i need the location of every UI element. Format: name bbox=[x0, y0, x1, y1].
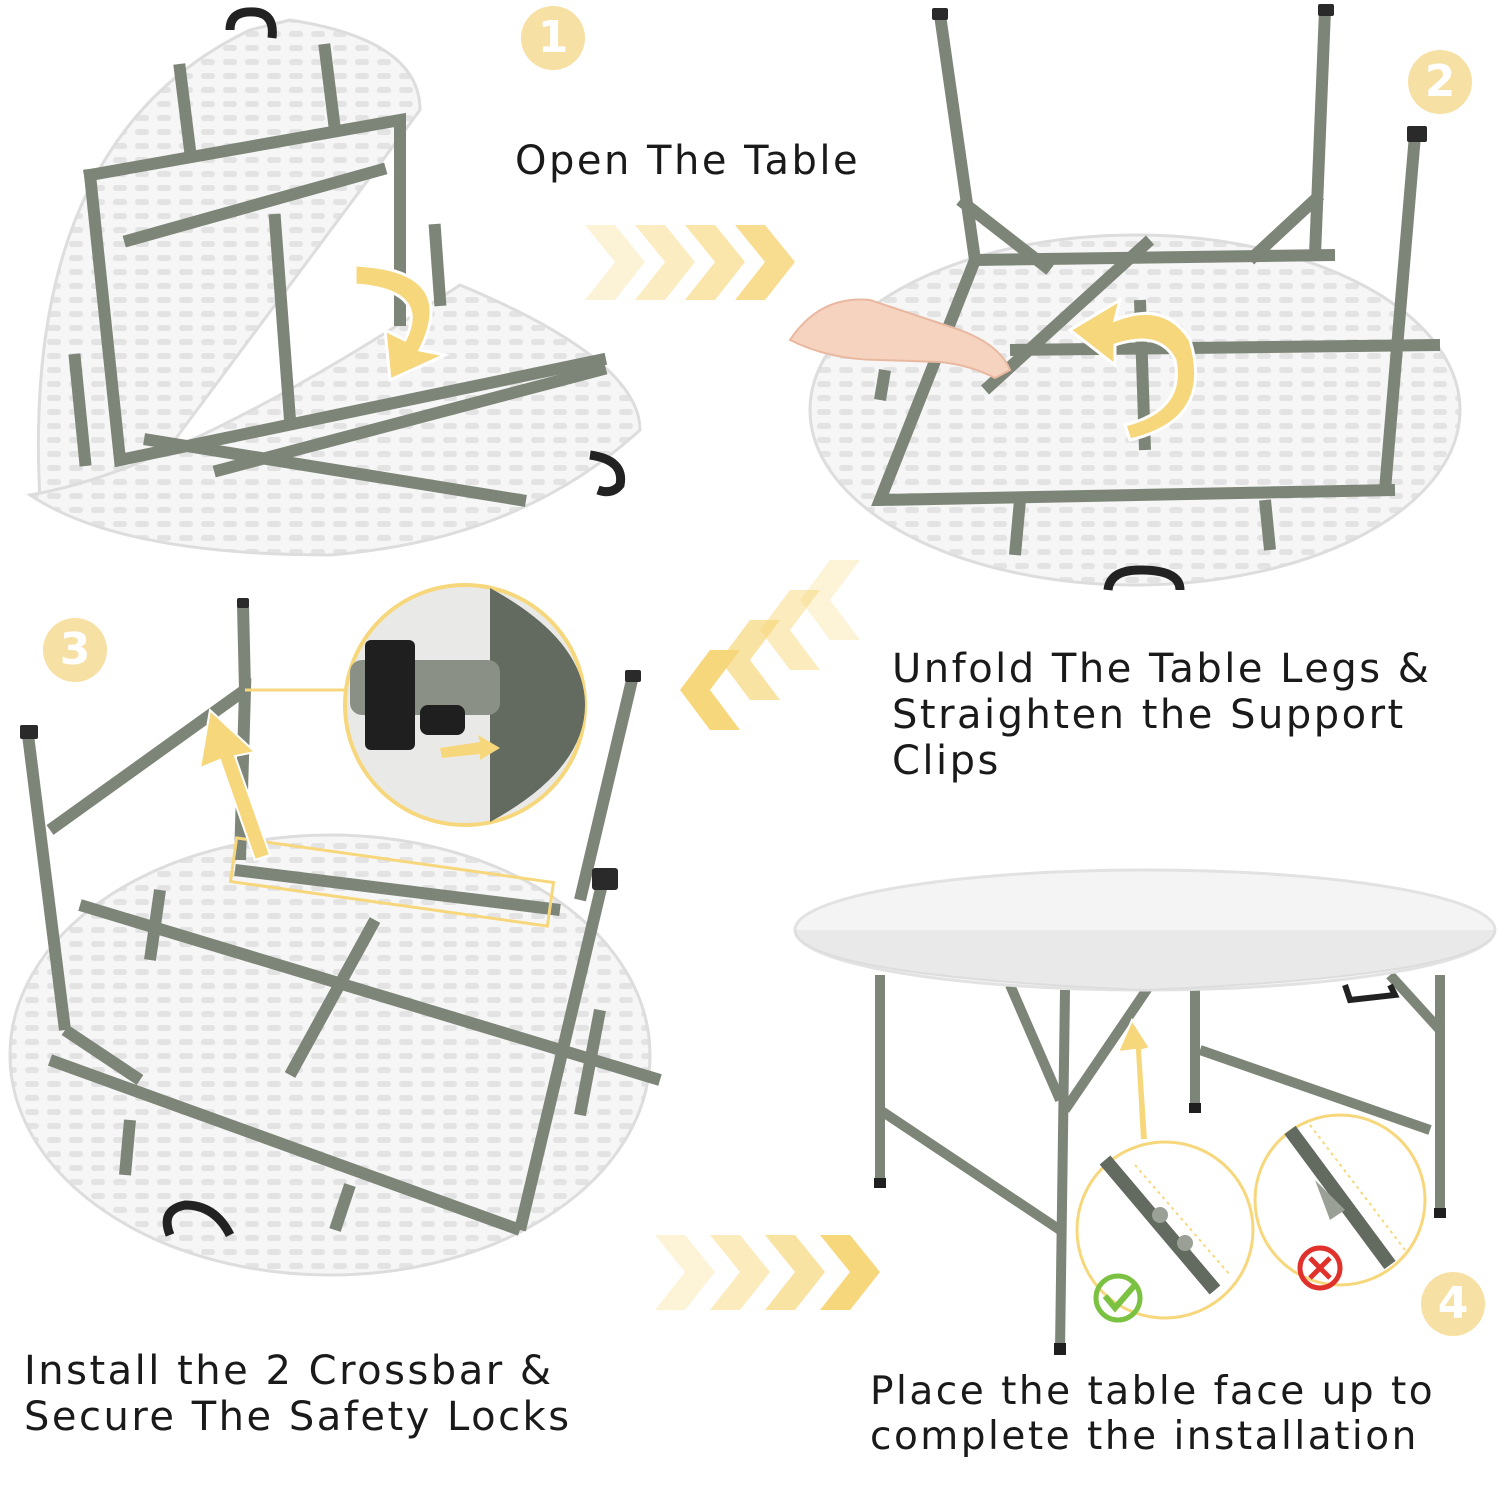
step3-crossbar bbox=[8, 583, 662, 1277]
step4-upright-table bbox=[793, 868, 1497, 1355]
curved-arrow-icon bbox=[353, 263, 450, 383]
cross-icon bbox=[1297, 1245, 1343, 1291]
step-4-caption: Place the table face up to complete the … bbox=[870, 1369, 1436, 1459]
step-1-caption: Open The Table bbox=[515, 138, 861, 184]
step-3-badge: 3 bbox=[43, 618, 107, 682]
chevron-arrow-icon bbox=[680, 560, 860, 730]
step-1-badge: 1 bbox=[521, 6, 585, 70]
curved-arrow-icon bbox=[1067, 296, 1198, 442]
chevron-arrow-icon bbox=[585, 225, 795, 300]
step1-folded-table bbox=[26, 7, 642, 557]
chevron-arrow-icon bbox=[655, 1235, 880, 1310]
step-4-badge: 4 bbox=[1421, 1272, 1485, 1336]
step2-table-legs bbox=[788, 4, 1462, 591]
right-arrow-icon bbox=[440, 735, 500, 760]
step-2-badge: 2 bbox=[1408, 50, 1472, 114]
up-arrow-icon bbox=[198, 708, 272, 862]
hand-illustration bbox=[788, 298, 1012, 380]
up-arrow-icon bbox=[1116, 1017, 1152, 1141]
check-icon bbox=[1093, 1273, 1143, 1323]
step-3-caption: Install the 2 Crossbar & Secure The Safe… bbox=[24, 1348, 572, 1440]
step-2-caption: Unfold The Table Legs & Straighten the S… bbox=[892, 646, 1432, 784]
